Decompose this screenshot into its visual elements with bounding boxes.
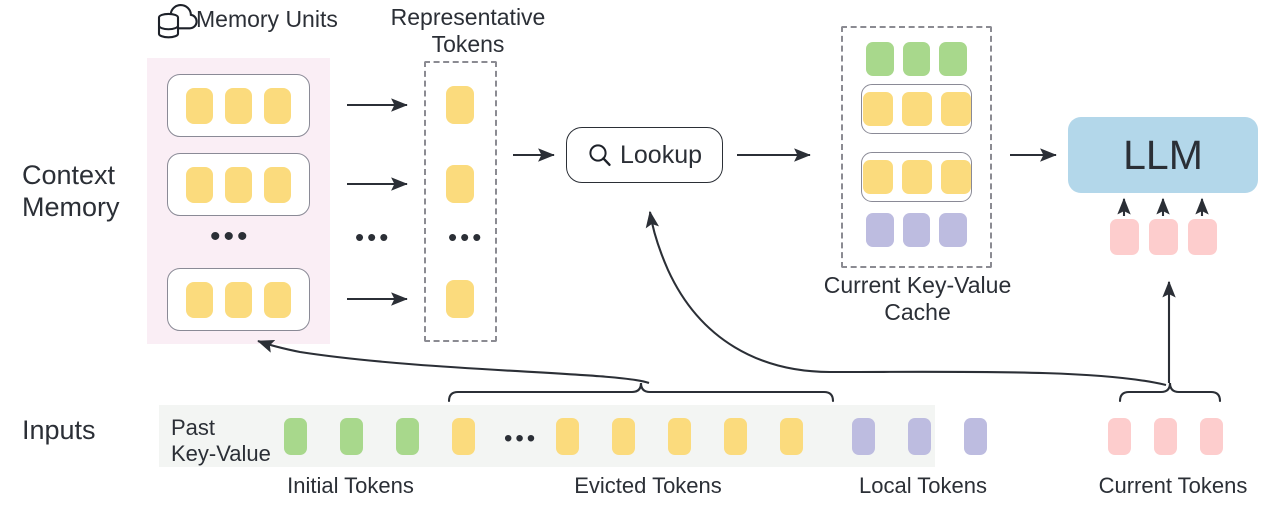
kv-cache-row-initial [866,41,968,77]
representative-tokens-label: Representative Tokens [390,4,546,58]
kv-token-chip [901,160,932,194]
kv-cache-row-retrieved-1 [861,84,972,134]
inputs-ellipsis: ••• [504,425,539,452]
memory-token-chip [186,87,213,124]
kv-token-chip [901,92,932,126]
kv-token-chip [866,42,894,76]
representative-tokens-ellipsis: ••• [448,222,485,252]
llm-input-chip [1188,219,1217,255]
representative-token-chip [446,280,474,318]
past-key-value-label: Past Key-Value [171,415,271,467]
current-tokens-label: Current Tokens [1098,473,1248,498]
llm-label: LLM [1123,131,1203,178]
row-label-context-memory: Context Memory [22,160,120,222]
evicted-tokens-label: Evicted Tokens [574,473,722,498]
representative-token-chip [446,165,474,203]
memory-token-chip [225,166,252,203]
current-token-chip [1154,418,1177,455]
row-label-inputs: Inputs [22,415,96,445]
lookup-label: Lookup [619,140,703,169]
memory-unit [167,268,310,331]
memory-token-chip [225,281,252,318]
memory-token-chip [225,87,252,124]
memory-units-ellipsis: ••• [210,220,251,253]
llm-box: LLM [1068,117,1258,193]
input-token-chip [908,418,931,455]
kv-cache-row-local [866,212,968,248]
memory-unit [167,74,310,137]
current-token-chip [1108,418,1131,455]
cloud-database-icon [155,2,199,44]
memory-token-chip [264,281,291,318]
input-token-chip [612,418,635,455]
input-token-chip [556,418,579,455]
llm-input-chip [1110,219,1139,255]
kv-token-chip [866,213,894,247]
llm-input-chip [1149,219,1178,255]
kv-token-chip [902,42,931,76]
kv-token-chip [940,92,971,126]
initial-tokens-label: Initial Tokens [287,473,414,498]
memory-unit [167,153,310,216]
kv-cache-caption: Current Key-Value Cache [823,272,1012,326]
memory-token-chip [264,87,291,124]
input-token-chip [452,418,475,455]
memory-arrows-ellipsis: ••• [355,222,392,252]
memory-token-chip [186,281,213,318]
kv-token-chip [940,160,971,194]
input-token-chip [964,418,987,455]
input-token-chip [668,418,691,455]
input-token-chip [724,418,747,455]
inputs-strip [159,405,935,467]
current-token-chip [1200,418,1223,455]
memory-token-chip [264,166,291,203]
memory-token-chip [186,166,213,203]
input-token-chip [852,418,875,455]
representative-token-chip [446,86,474,124]
kv-token-chip [939,213,968,247]
input-token-chip [396,418,419,455]
input-token-chip [340,418,363,455]
kv-token-chip [862,160,893,194]
input-token-chip [780,418,803,455]
kv-cache-row-retrieved-2 [861,152,972,202]
kv-token-chip [939,42,968,76]
search-icon [587,142,613,168]
lookup-box[interactable]: Lookup [566,127,723,183]
kv-token-chip [862,92,893,126]
input-token-chip [284,418,307,455]
memory-units-label: Memory Units [196,6,338,32]
kv-token-chip [902,213,931,247]
local-tokens-label: Local Tokens [858,473,987,498]
